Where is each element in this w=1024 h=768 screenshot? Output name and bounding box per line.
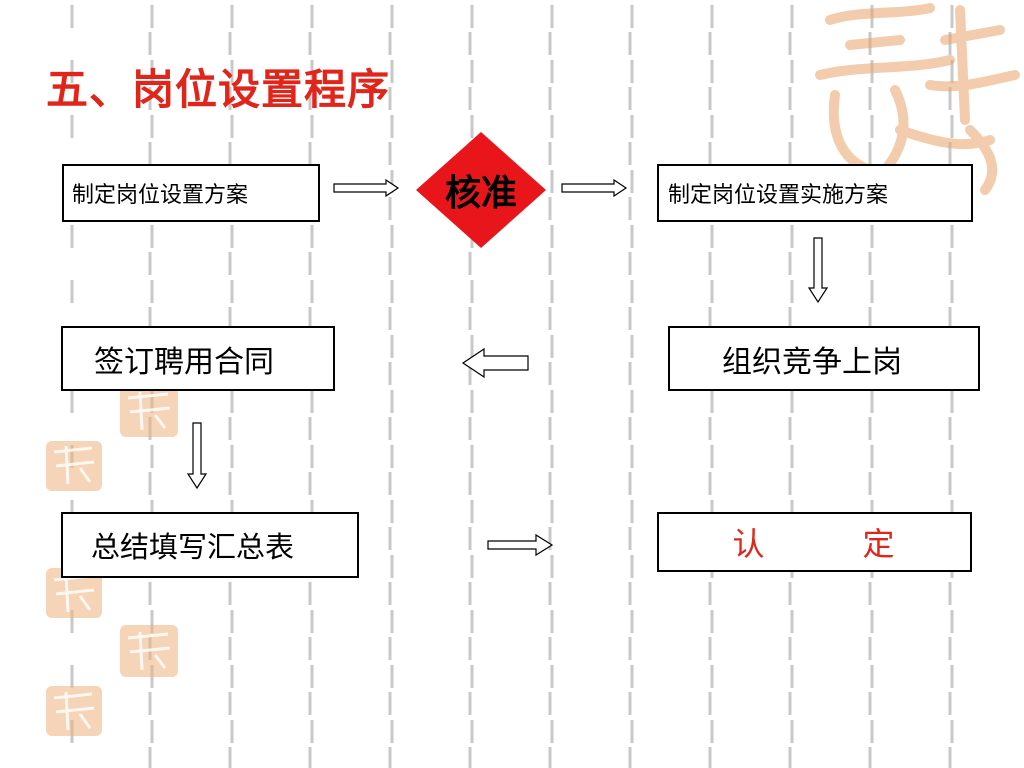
page-title: 五、岗位设置程序	[46, 62, 390, 118]
approve-label: 核准	[418, 160, 544, 220]
step-confirm-char-1: 认	[732, 519, 766, 565]
step-contract-box: 签订聘用合同	[61, 326, 335, 391]
step-confirm-box: 认 定	[657, 512, 972, 572]
step-implementation-plan-box: 制定岗位设置实施方案	[657, 164, 973, 222]
step-confirm-char-2: 定	[863, 519, 897, 565]
step-draft-plan-box: 制定岗位设置方案	[62, 164, 320, 222]
step-competition-box: 组织竞争上岗	[668, 326, 980, 391]
step-contract-label: 签订聘用合同	[94, 337, 274, 381]
step-summary-box: 总结填写汇总表	[61, 512, 359, 578]
step-summary-label: 总结填写汇总表	[91, 524, 294, 566]
step-competition-label: 组织竞争上岗	[722, 337, 902, 381]
step-draft-plan-label: 制定岗位设置方案	[72, 177, 248, 209]
step-implementation-plan-label: 制定岗位设置实施方案	[668, 177, 888, 209]
